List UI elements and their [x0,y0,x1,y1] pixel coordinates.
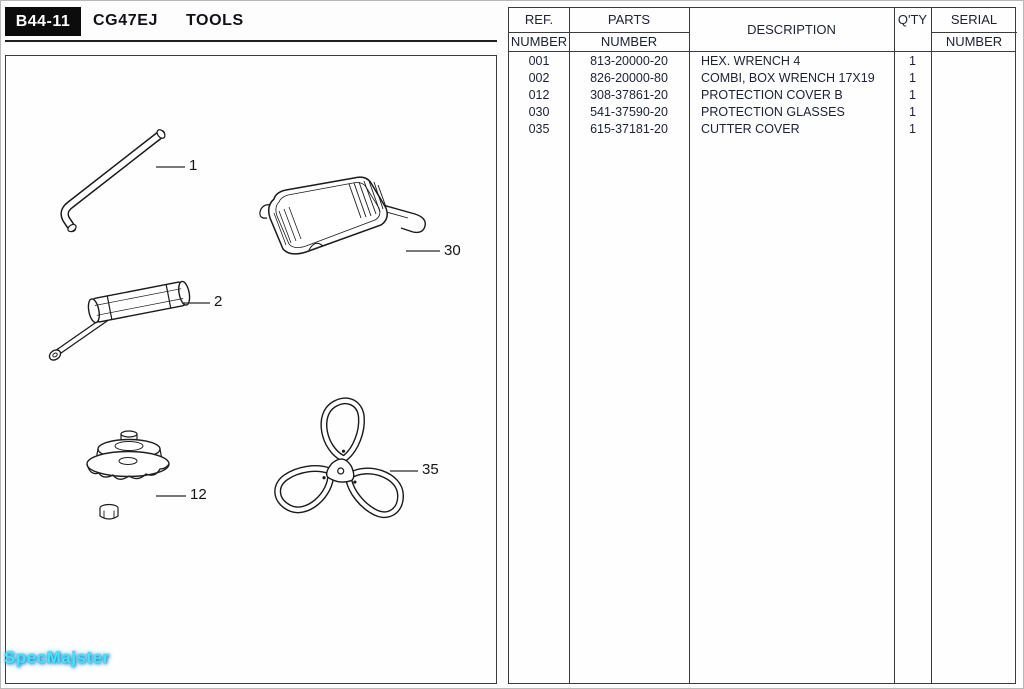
cutter-cover-drawing [274,397,404,519]
qty-cell: 1 [909,54,916,68]
part-number-cell: 826-20000-80 [590,71,668,85]
model-name: CG47EJ [93,12,158,29]
description-cell: PROTECTION COVER B [701,88,843,102]
header-midline [931,32,1017,33]
qty-cell: 1 [909,122,916,136]
serial-cell [931,53,1017,70]
serial-header-line1: SERIAL [950,12,998,27]
part-number-cell: 541-37590-20 [590,105,668,119]
diagram-panel: 1 2 30 12 35 [5,55,497,684]
protection-glasses-drawing [259,176,426,255]
callout-protection-cover: 12 [190,486,207,503]
table-row: 012 308-37861-20 PROTECTION COVER B 1 [509,87,1015,104]
parts-header-line1: PARTS [607,12,651,27]
callout-protection-glasses: 30 [444,242,461,259]
column-divider [894,8,895,683]
description-cell: CUTTER COVER [701,122,800,136]
ref-cell: 035 [528,122,550,136]
serial-cell [931,87,1017,104]
header-divider [5,40,497,42]
tools-illustration [48,129,440,520]
table-row: 030 541-37590-20 PROTECTION GLASSES 1 [509,104,1015,121]
table-rows: 001 813-20000-20 HEX. WRENCH 4 1 002 826… [509,53,1015,138]
ref-header-line1: REF. [524,12,554,27]
description-cell: COMBI, BOX WRENCH 17X19 [701,71,875,85]
column-divider [931,8,932,683]
header-midline [569,32,689,33]
parts-table: REF. NUMBER PARTS NUMBER DESCRIPTION Q'T… [508,7,1017,684]
column-divider [569,8,570,683]
part-number-cell: 308-37861-20 [590,88,668,102]
page-code: B44-11 [15,12,71,30]
table-row: 002 826-20000-80 COMBI, BOX WRENCH 17X19… [509,70,1015,87]
parts-header-line2: NUMBER [600,34,658,49]
serial-cell [931,70,1017,87]
ref-cell: 001 [528,54,550,68]
blade-holder-drawing [86,430,170,520]
qty-cell: 1 [909,88,916,102]
ref-cell: 012 [528,88,550,102]
ref-header-line2: NUMBER [510,34,568,49]
part-number-cell: 813-20000-20 [590,54,668,68]
qty-cell: 1 [909,71,916,85]
column-divider [689,8,690,683]
callout-cutter-cover: 35 [422,461,439,478]
serial-header-line2: NUMBER [945,34,1003,49]
description-header: DESCRIPTION [747,22,836,37]
table-row: 035 615-37181-20 CUTTER COVER 1 [509,121,1015,138]
leader-lines [156,166,440,497]
callout-box-wrench: 2 [214,293,223,310]
callout-hex-wrench: 1 [189,157,198,174]
ref-cell: 030 [528,105,550,119]
table-row: 001 813-20000-20 HEX. WRENCH 4 1 [509,53,1015,70]
description-cell: HEX. WRENCH 4 [701,54,801,68]
box-wrench-drawing [48,280,191,361]
part-number-cell: 615-37181-20 [590,122,668,136]
watermark: SpecMajster [4,648,110,667]
header-bottom-divider [509,51,1015,52]
qty-cell: 1 [909,105,916,119]
page-code-badge: B44-11 [5,7,81,36]
header-midline [509,32,569,33]
qty-header: Q'TY [897,12,928,27]
ref-cell: 002 [528,71,550,85]
description-cell: PROTECTION GLASSES [701,105,845,119]
hex-wrench-drawing [60,129,166,233]
page-title: CG47EJ TOOLS [93,12,244,30]
serial-cell [931,121,1017,138]
serial-cell [931,104,1017,121]
section-name: TOOLS [185,12,244,29]
